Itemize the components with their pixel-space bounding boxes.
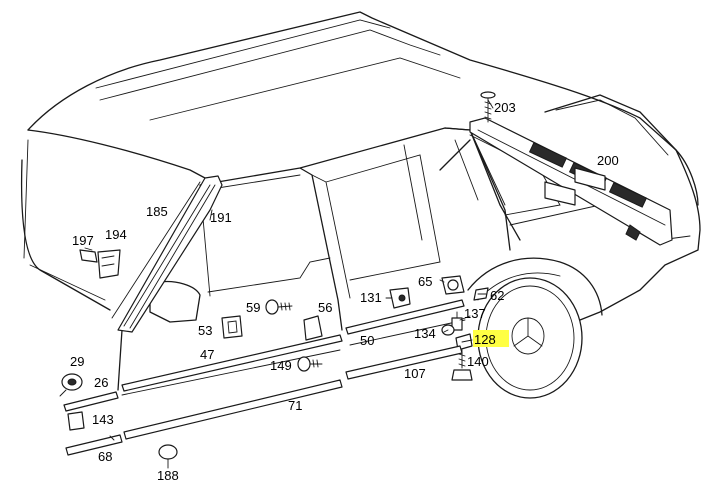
screw-149 xyxy=(297,356,323,372)
a-pillar-trim xyxy=(111,175,223,333)
callout-65: 65 xyxy=(418,274,432,289)
callout-131: 131 xyxy=(360,290,382,305)
screw-203 xyxy=(480,91,496,123)
callout-185: 185 xyxy=(146,204,168,219)
callout-68: 68 xyxy=(98,449,112,464)
clip-53 xyxy=(221,315,243,339)
molding-strips xyxy=(63,299,465,456)
callout-134: 134 xyxy=(414,326,436,341)
callout-140: 140 xyxy=(467,354,489,369)
rear-cross-trim-200 xyxy=(469,117,673,246)
leader-lines xyxy=(59,99,494,441)
callout-107: 107 xyxy=(404,366,426,381)
callout-203: 203 xyxy=(494,100,516,115)
callout-26: 26 xyxy=(94,375,108,390)
callout-56: 56 xyxy=(318,300,332,315)
callout-191: 191 xyxy=(210,210,232,225)
callout-71: 71 xyxy=(288,398,302,413)
callout-29: 29 xyxy=(70,354,84,369)
clip-197-194 xyxy=(79,249,121,279)
callout-labels: 203 200 185 191 197 194 65 62 131 137 59… xyxy=(70,100,619,483)
callout-194: 194 xyxy=(105,227,127,242)
clip-143 xyxy=(67,411,85,431)
highlight-box xyxy=(473,330,509,347)
callout-188: 188 xyxy=(157,468,179,483)
callout-149: 149 xyxy=(270,358,292,373)
callout-128: 128 xyxy=(474,332,496,347)
callout-200: 200 xyxy=(597,153,619,168)
clip-131 xyxy=(389,287,411,309)
callout-62: 62 xyxy=(490,288,504,303)
screw-59 xyxy=(265,299,293,315)
callout-137: 137 xyxy=(464,306,486,321)
callout-47: 47 xyxy=(200,347,214,362)
callout-197: 197 xyxy=(72,233,94,248)
callout-59: 59 xyxy=(246,300,260,315)
callout-143: 143 xyxy=(92,412,114,427)
callout-50: 50 xyxy=(360,333,374,348)
callout-53: 53 xyxy=(198,323,212,338)
clip-65 xyxy=(441,275,465,295)
clip-188 xyxy=(158,444,178,469)
clip-29 xyxy=(61,373,83,391)
cap-56 xyxy=(303,315,323,341)
